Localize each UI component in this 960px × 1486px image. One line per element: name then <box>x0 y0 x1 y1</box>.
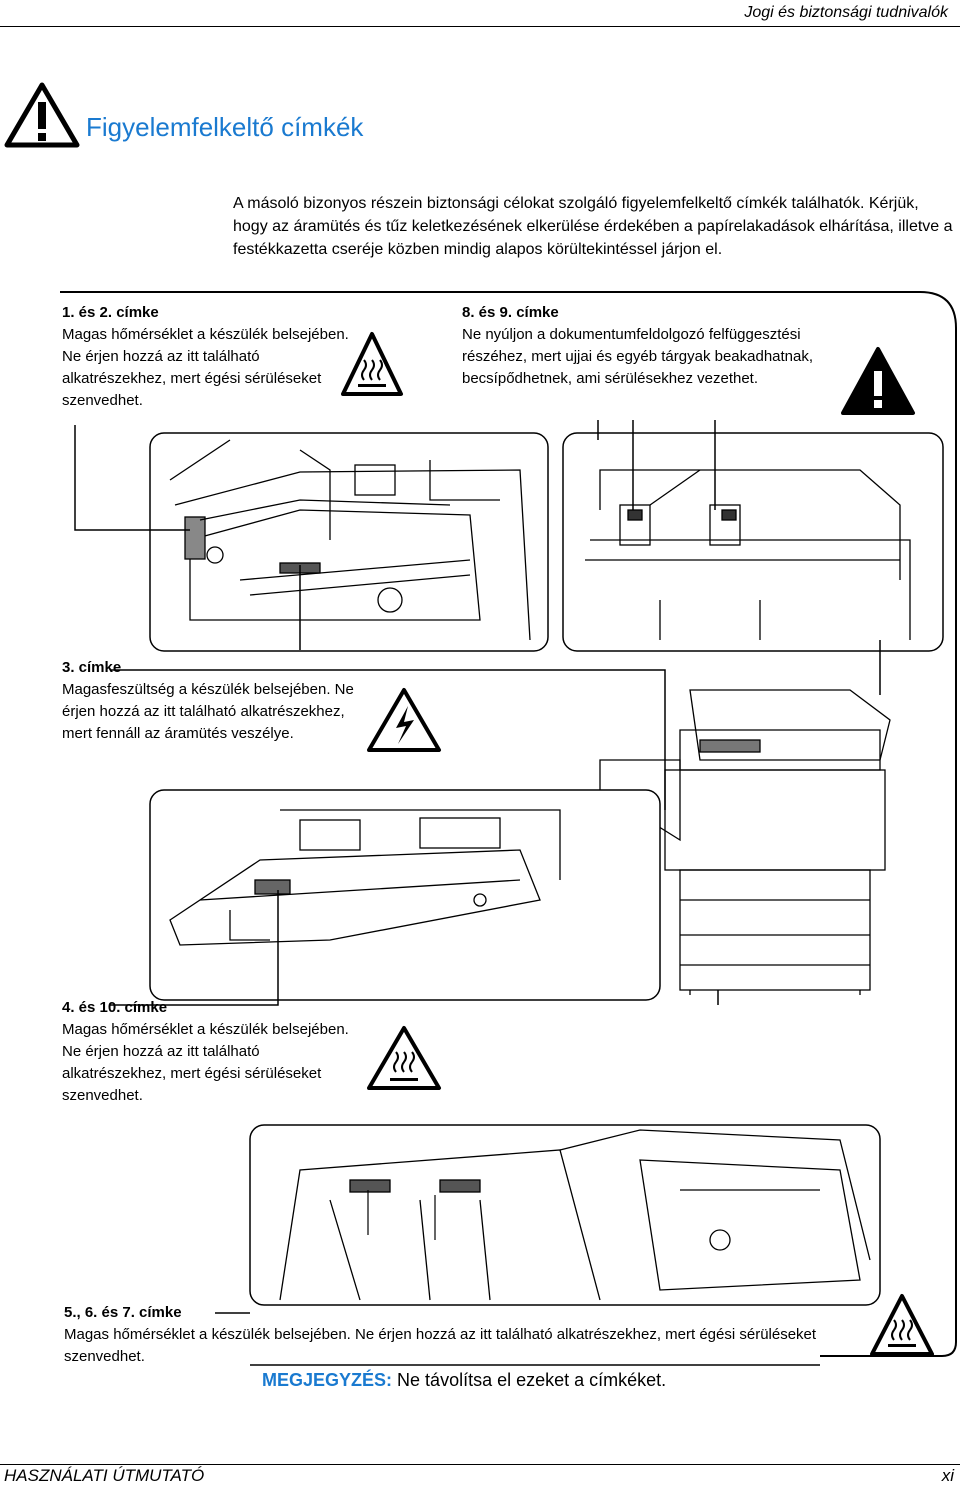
exclamation-icon <box>841 347 915 415</box>
page-header: Jogi és biztonsági tudnivalók <box>744 4 948 21</box>
label-3: 3. címke Magasfeszültség a készülék bels… <box>62 657 362 745</box>
hot-surface-icon <box>870 1294 934 1356</box>
page-title: Figyelemfelkeltő címkék <box>86 112 364 142</box>
label-8-9-title: 8. és 9. címke <box>462 304 559 321</box>
label-5-6-7-title: 5., 6. és 7. címke <box>64 1304 182 1321</box>
label-3-title: 3. címke <box>62 659 122 676</box>
high-voltage-icon <box>367 688 441 752</box>
label-1-2: 1. és 2. címke Magas hőmérséklet a készü… <box>62 302 352 412</box>
label-1-2-text: Magas hőmérséklet a készülék belsejében.… <box>62 326 349 409</box>
label-4-10-title: 4. és 10. címke <box>62 999 168 1016</box>
hot-surface-icon <box>341 332 403 396</box>
label-4-10: 4. és 10. címke Magas hőmérséklet a kész… <box>62 997 362 1107</box>
note: MEGJEGYZÉS: Ne távolítsa el ezeket a cím… <box>262 1370 666 1391</box>
label-4-10-text: Magas hőmérséklet a készülék belsejében.… <box>62 1021 349 1104</box>
page-number: xi <box>941 1466 954 1485</box>
header-divider <box>0 26 960 27</box>
warning-icon <box>4 82 80 148</box>
label-5-6-7: 5., 6. és 7. címke Magas hőmérséklet a k… <box>64 1302 864 1368</box>
footer-manual-title: HASZNÁLATI ÚTMUTATÓ <box>4 1466 205 1485</box>
copier-illustration <box>599 689 891 995</box>
footer-divider <box>0 1464 960 1465</box>
paper-drawer-illustration <box>249 1124 881 1306</box>
fuser-unit-illustration <box>74 425 549 652</box>
note-keyword: MEGJEGYZÉS: <box>262 1370 393 1390</box>
label-5-6-7-text: Magas hőmérséklet a készülék belsejében.… <box>64 1326 817 1365</box>
hot-surface-icon <box>367 1026 441 1090</box>
intro-paragraph: A másoló bizonyos részein biztonsági cél… <box>233 195 953 258</box>
label-8-9: 8. és 9. címke Ne nyúljon a dokumentumfe… <box>462 302 842 390</box>
toner-area-illustration <box>149 789 661 1001</box>
note-text: Ne távolítsa el ezeket a címkéket. <box>397 1370 667 1390</box>
label-1-2-title: 1. és 2. címke <box>62 304 159 321</box>
label-8-9-text: Ne nyúljon a dokumentumfeldolgozó felfüg… <box>462 326 814 387</box>
label-3-text: Magasfeszültség a készülék belsejében. N… <box>62 681 354 742</box>
document-processor-illustration <box>562 420 944 652</box>
